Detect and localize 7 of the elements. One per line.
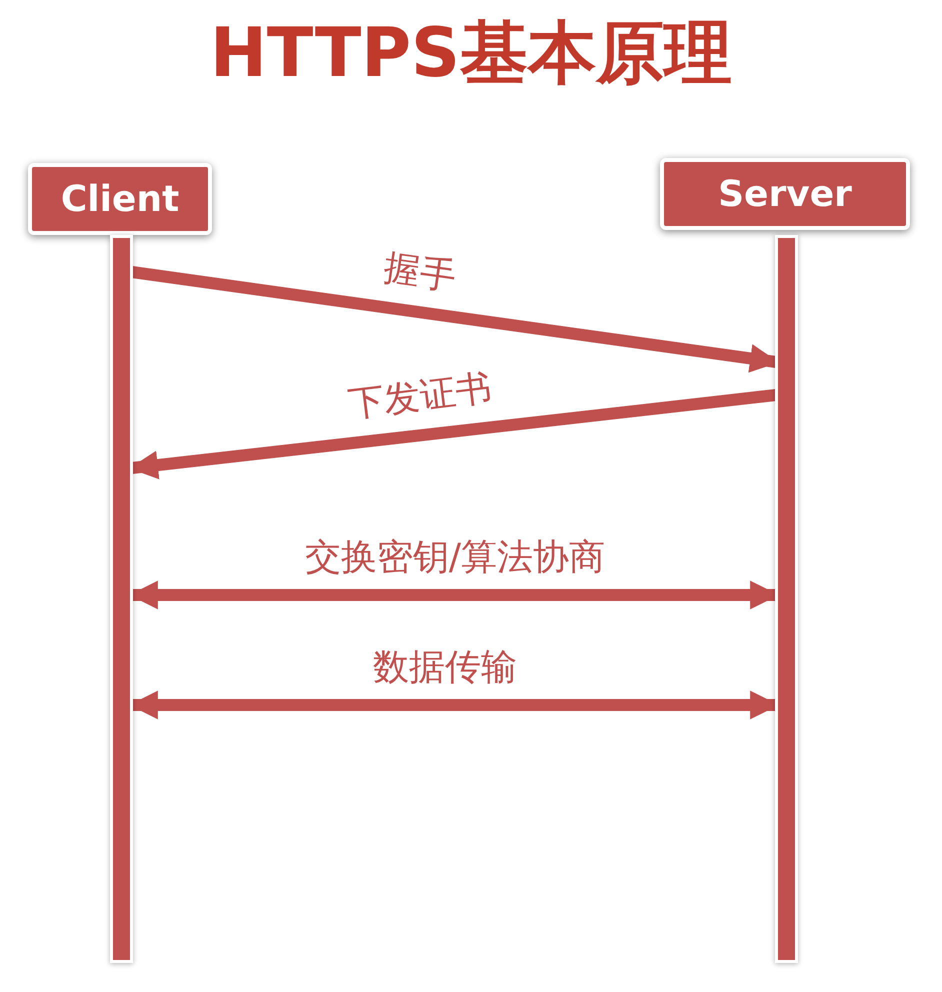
- edge-label: 交换密钥/算法协商: [304, 536, 606, 580]
- edge-label: 下发证书: [346, 366, 494, 428]
- edge-label: 握手: [380, 246, 460, 300]
- edge-label: 数据传输: [373, 646, 517, 690]
- lifeline-bar: [113, 238, 130, 960]
- lifeline-bar: [778, 238, 795, 960]
- title: HTTPS基本原理: [208, 13, 734, 95]
